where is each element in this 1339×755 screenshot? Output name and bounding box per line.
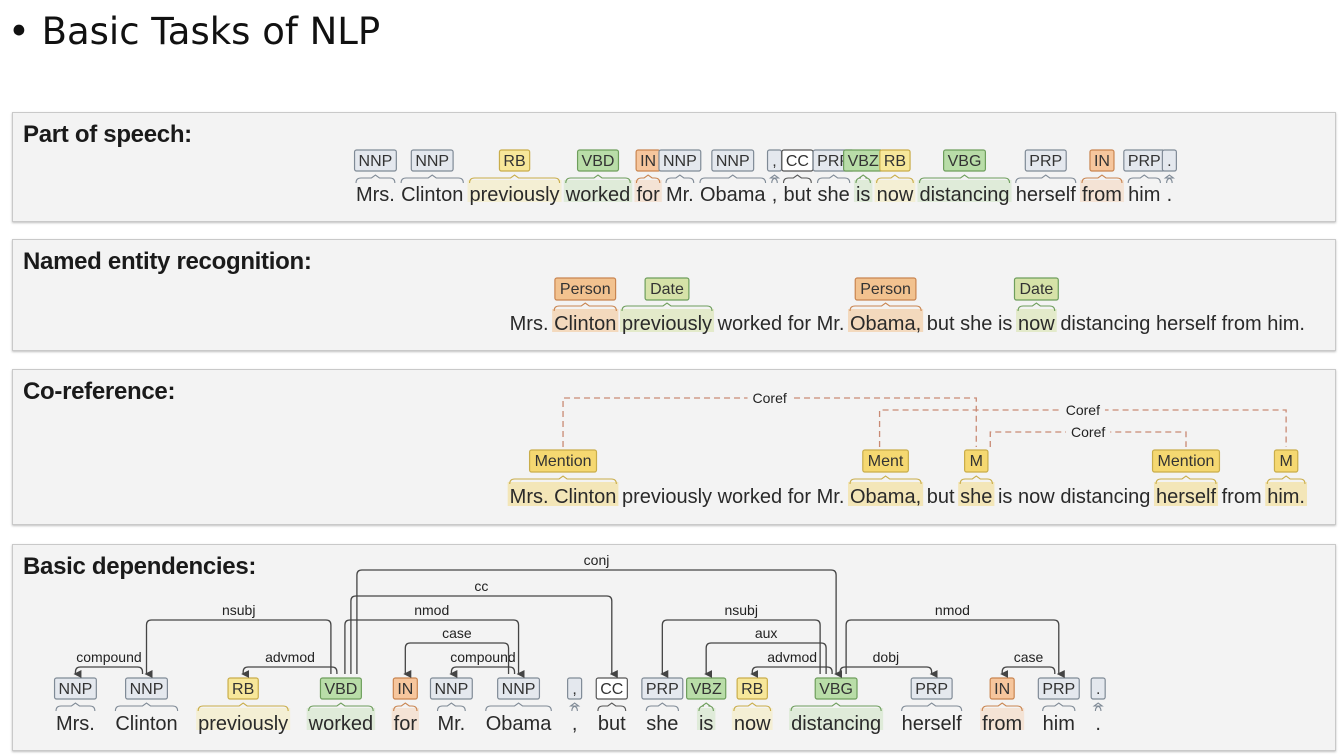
ner-panel: Named entity recognition: — [12, 239, 1336, 351]
deps-panel: Basic dependencies: — [12, 544, 1336, 751]
coref-panel: Co-reference: — [12, 369, 1336, 525]
deps-panel-title: Basic dependencies: — [23, 553, 257, 580]
pos-panel-title: Part of speech: — [23, 121, 192, 148]
slide-title-text: Basic Tasks of NLP — [41, 10, 381, 53]
slide-title: • Basic Tasks of NLP — [8, 10, 381, 53]
pos-panel: Part of speech: — [12, 112, 1336, 222]
ner-panel-title: Named entity recognition: — [23, 248, 312, 275]
coref-panel-title: Co-reference: — [23, 378, 176, 405]
